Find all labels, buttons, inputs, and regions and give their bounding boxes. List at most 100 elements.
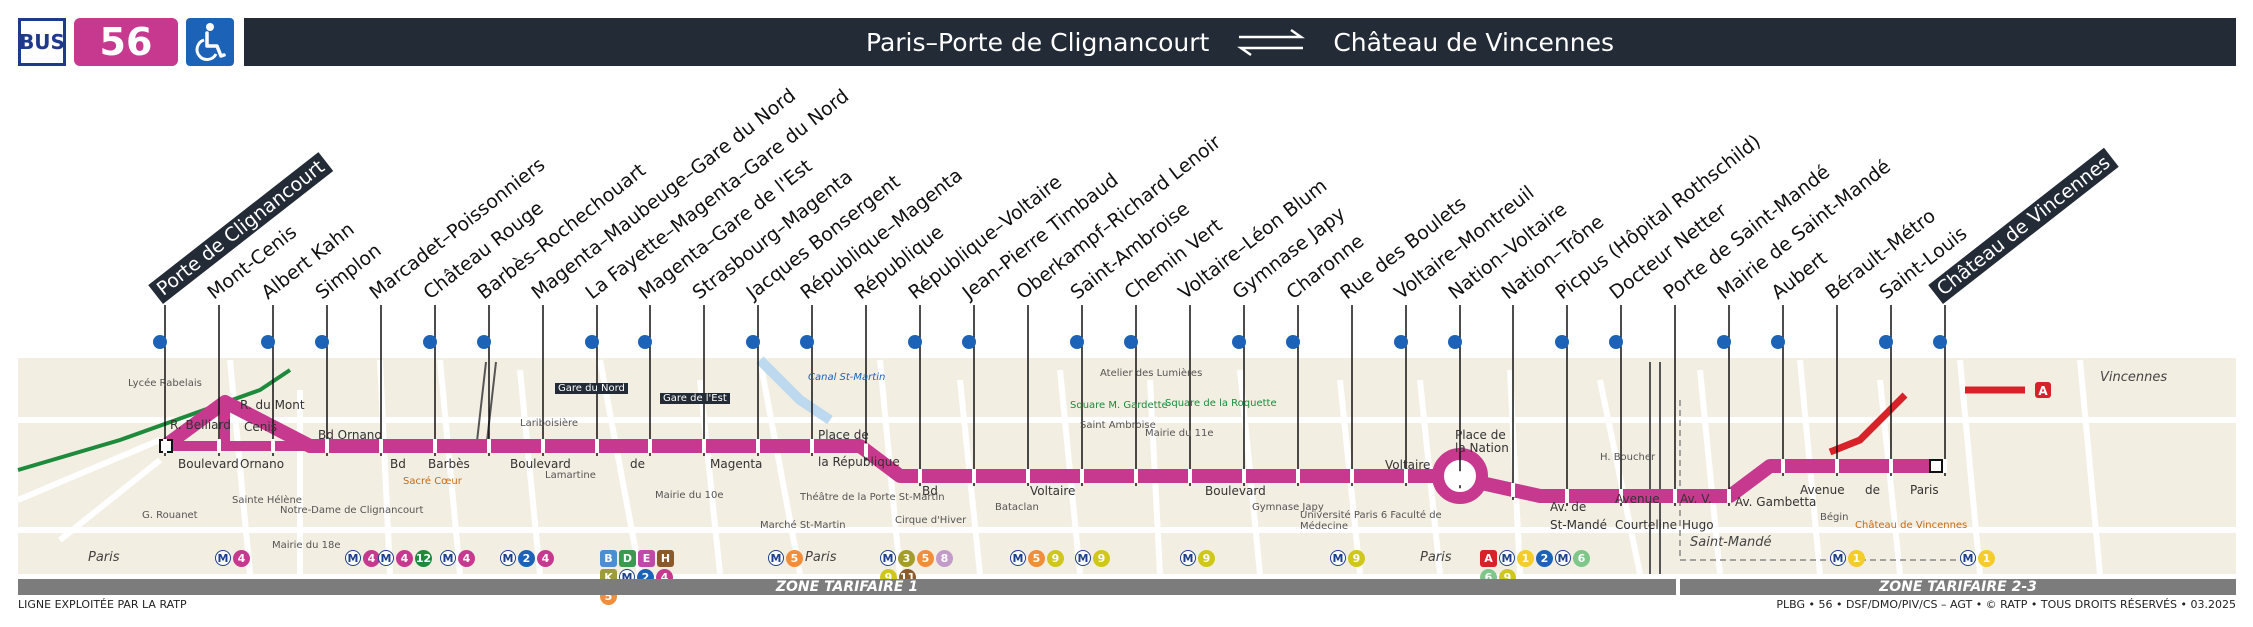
connection-line-badge: 2 — [1536, 550, 1553, 567]
street-label: Place de — [1455, 428, 1506, 442]
landmark-label: Université Paris 6 Faculté de Médecine — [1300, 510, 1442, 532]
street-label: Avenue — [1615, 492, 1660, 506]
street-label: Bd — [390, 457, 406, 471]
connection-line-badge: 9 — [1093, 550, 1110, 567]
landmark-label: Mairie du 10e — [655, 490, 724, 501]
place-label: Paris — [1420, 550, 1452, 565]
street-label: Boulevard — [1205, 484, 1266, 498]
wheelchair-icon — [477, 335, 491, 349]
street-label: Place de — [818, 428, 869, 442]
connection-line-badge: 4 — [363, 550, 380, 567]
street-label: Boulevard — [178, 457, 239, 471]
street-label: Paris — [1910, 483, 1939, 497]
connection-line-badge: M — [1010, 550, 1026, 566]
street-label: Bd — [922, 484, 938, 498]
connection-line-badge: M — [1555, 550, 1571, 566]
landmark-label: Canal St-Martin — [808, 372, 886, 383]
landmark-label: Bataclan — [995, 502, 1039, 513]
stop-marker — [1835, 459, 1839, 473]
connection-line-badge: M — [1960, 550, 1976, 566]
place-label: Paris — [88, 550, 120, 565]
stop-marker — [1134, 469, 1138, 483]
street-label: la Nation — [1455, 441, 1509, 455]
bus-56-loop — [165, 402, 310, 451]
stop-marker — [1889, 459, 1893, 473]
stop-marker — [1619, 489, 1623, 503]
footer-copyright: PLBG • 56 • DSF/DMO/PIV/CS – AGT • © RAT… — [1776, 598, 2236, 611]
street-label: Cenis — [244, 420, 277, 434]
landmark-label: Gymnase Japy — [1252, 502, 1324, 513]
landmark-label: Lamartine — [545, 470, 596, 481]
wheelchair-icon — [1771, 335, 1785, 349]
wheelchair-icon — [261, 335, 275, 349]
stop-marker — [918, 469, 922, 483]
terminus-square-east — [1929, 459, 1943, 473]
landmark-label: Bégin — [1820, 512, 1849, 523]
landmark-label: Château de Vincennes — [1855, 520, 1968, 531]
stop-marker — [1673, 489, 1677, 503]
stop-ticks — [153, 305, 1947, 506]
wheelchair-accessible-icon — [186, 18, 234, 66]
landmark-label: Mairie du 11e — [1145, 428, 1214, 439]
place-label: Saint-Mandé — [1690, 535, 1772, 550]
stop-marker — [487, 439, 491, 453]
stop-marker — [1296, 469, 1300, 483]
landmark-label: Théâtre de la Porte St-Martin — [800, 492, 945, 503]
landmark-label: Saint Ambroise — [1080, 420, 1156, 431]
stop-marker — [1511, 483, 1515, 497]
stop-marker — [810, 439, 814, 453]
wheelchair-icon — [1070, 335, 1084, 349]
stop-marker — [325, 439, 329, 453]
connection-line-badge: M — [1830, 550, 1846, 566]
connection-line-badge: D — [619, 550, 636, 567]
street-label: Magenta — [710, 457, 763, 471]
railway-tracks — [475, 361, 1661, 574]
wheelchair-icon — [638, 335, 652, 349]
landmark-label: G. Rouanet — [142, 510, 198, 521]
landmark-label: Notre-Dame de Clignancourt — [280, 505, 424, 516]
wheelchair-icon — [1933, 335, 1947, 349]
stop-marker — [648, 439, 652, 453]
street-label: de — [630, 457, 645, 471]
wheelchair-icon — [153, 335, 167, 349]
street-label: Avenue — [1800, 483, 1845, 497]
stop-marker — [1350, 469, 1354, 483]
street-label: Courteline — [1615, 518, 1678, 532]
connection-line-badge: 4 — [233, 550, 250, 567]
connection-line-badge: M — [1499, 550, 1515, 566]
connection-line-badge: M — [345, 550, 361, 566]
wheelchair-icon — [1124, 335, 1138, 349]
paris-boundary — [1679, 400, 1980, 561]
stop-marker — [756, 439, 760, 453]
connection-line-badge: M — [440, 550, 456, 566]
connection-line-badge: M — [768, 550, 784, 566]
route-origin: Paris–Porte de Clignancourt — [866, 27, 1210, 57]
street-label: St-Mandé — [1550, 518, 1607, 532]
connection-line-badge: 4 — [396, 550, 413, 567]
street-label: Voltaire — [1030, 484, 1076, 498]
bus-mode-label: BUS — [19, 30, 65, 54]
line-number: 56 — [99, 20, 153, 64]
landmark-label: Sacré Cœur — [403, 476, 462, 487]
place-label: Vincennes — [2100, 370, 2168, 385]
connection-line-badge: M — [880, 550, 896, 566]
line-number-badge: 56 — [74, 18, 178, 66]
stop-marker — [1404, 469, 1408, 483]
stop-marker — [1565, 489, 1569, 503]
zone-2-3-bar: ZONE TARIFAIRE 2-3 — [1680, 579, 2236, 595]
connection-line-badge: 2 — [518, 550, 535, 567]
wheelchair-icon — [1717, 335, 1731, 349]
connection-line-badge: E — [638, 550, 655, 567]
wheelchair-icon — [1394, 335, 1408, 349]
stop-marker — [1188, 469, 1192, 483]
footer-operator: LIGNE EXPLOITÉE PAR LA RATP — [18, 598, 187, 611]
street-label: Av. de — [1550, 500, 1587, 514]
street-label: la République — [818, 455, 900, 469]
